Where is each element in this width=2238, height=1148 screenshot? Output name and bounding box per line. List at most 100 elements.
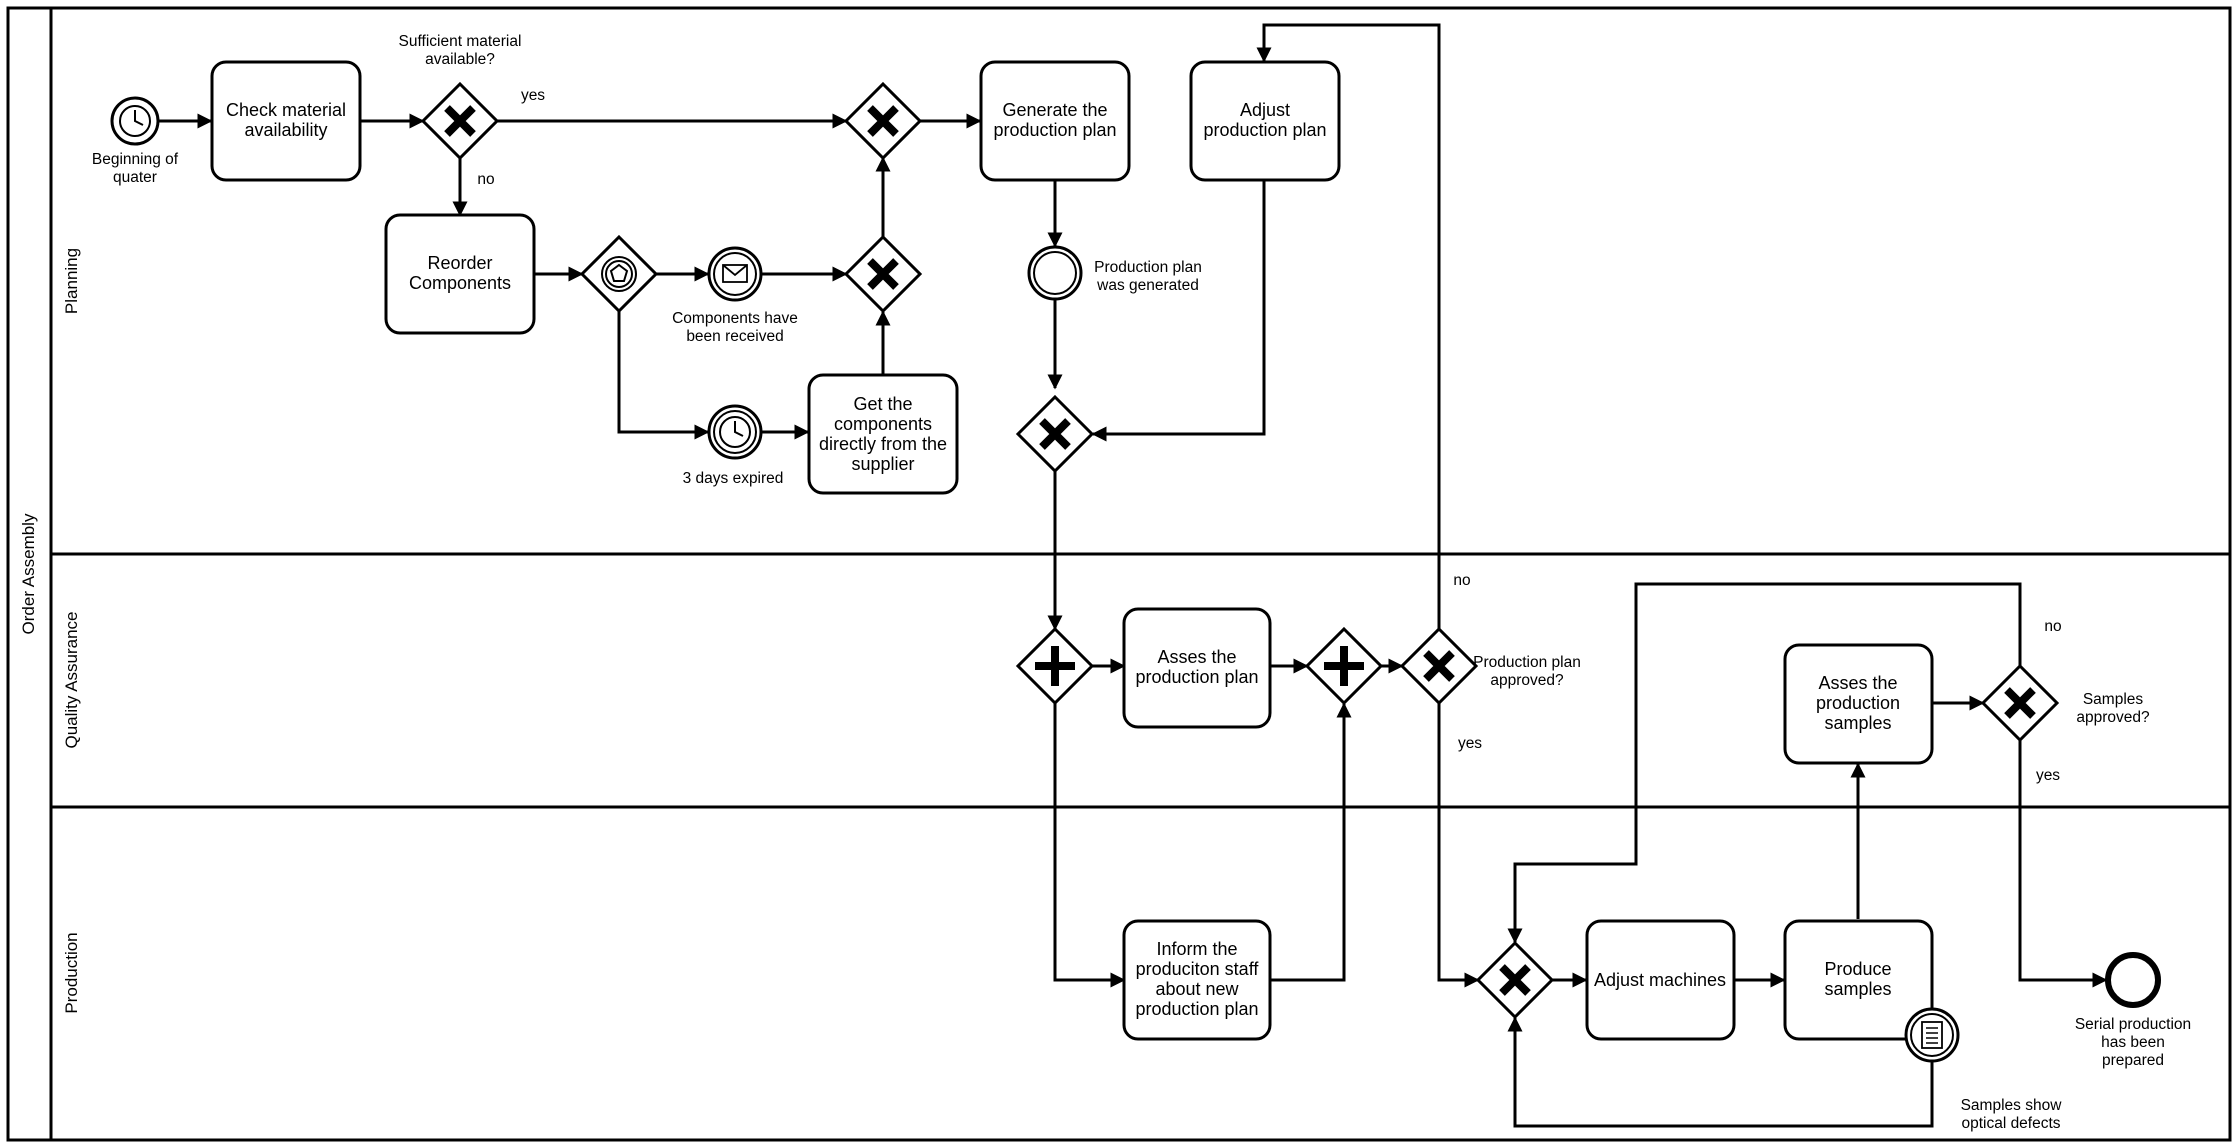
task-box — [210, 60, 362, 182]
flow-label-no-samples: no — [2044, 618, 2061, 635]
flow-yes-samples — [2018, 740, 2108, 988]
flow-eventgw-to-timer — [617, 311, 710, 440]
task-box — [1189, 60, 1341, 182]
flow-optical-defects — [1507, 1016, 1934, 1128]
document-icon — [1921, 1021, 1943, 1049]
pentagon-icon — [609, 263, 629, 282]
task-adjust-machines[interactable]: Adjust machines — [1585, 919, 1736, 1041]
pool-border — [6, 6, 2232, 1142]
gateway-production-merge[interactable] — [1475, 940, 1555, 1020]
plus-icon — [1035, 646, 1075, 686]
x-icon — [2004, 687, 2036, 719]
intermediate-event-inner — [1033, 251, 1077, 295]
x-icon — [867, 105, 899, 137]
x-icon — [1039, 418, 1071, 450]
gateway-sufficient-material[interactable] — [420, 81, 500, 161]
x-icon — [1423, 650, 1455, 682]
pool-label: Order Assembly — [19, 513, 38, 634]
x-icon — [1499, 964, 1531, 996]
task-box — [1783, 643, 1934, 765]
lane-label-production: Production — [62, 932, 81, 1013]
intermediate-event-inner — [713, 410, 757, 454]
gateway-parallel-join[interactable] — [1304, 626, 1384, 706]
boundary-event-inner — [1910, 1013, 1954, 1057]
event-gateway-inner-circle — [605, 260, 633, 288]
x-icon — [867, 258, 899, 290]
gateway-plan-merge[interactable] — [1015, 394, 1095, 474]
flow-no-plan — [1256, 23, 1441, 629]
pool: Order Assembly Planning Quality Assuranc… — [6, 6, 2232, 1142]
flow-label-yes-plan: yes — [1458, 735, 1482, 752]
event-gateway-outer-circle — [601, 256, 637, 292]
flow-label-no-material: no — [477, 171, 494, 188]
svg-text:Adjust machines: Adjust machines — [1594, 970, 1726, 990]
task-box — [1585, 919, 1736, 1041]
boundary-event-optical-defects[interactable] — [1904, 1007, 1960, 1063]
gateway-parallel-split[interactable] — [1015, 626, 1095, 706]
plus-icon — [1324, 646, 1364, 686]
flow-adjust-plan-to-gateway — [1091, 180, 1266, 442]
gateway-merge-upper[interactable] — [843, 81, 923, 161]
message-event-components-received[interactable] — [707, 246, 763, 302]
intermediate-event-outer — [1027, 245, 1083, 301]
sequence-flows — [158, 23, 2108, 1128]
flow-no-samples — [1507, 582, 2022, 944]
lane-label-planning: Planning — [62, 248, 81, 314]
intermediate-event-plan-generated[interactable] — [1027, 245, 1083, 301]
task-box — [384, 213, 536, 335]
flow-label-yes-material: yes — [521, 87, 545, 104]
flow-split-to-inform-staff — [1053, 703, 1126, 988]
task-box — [979, 60, 1131, 182]
event-gateway-shape — [579, 234, 659, 314]
events — [110, 96, 2161, 1063]
gateway-event-based[interactable] — [579, 234, 659, 314]
clock-hands-icon — [134, 110, 144, 126]
clock-hands-icon — [734, 421, 744, 437]
intermediate-event-inner — [713, 252, 757, 296]
task-box — [1122, 607, 1272, 729]
flow-inform-staff-to-join — [1270, 702, 1352, 982]
flow-yes-plan — [1437, 703, 1480, 988]
task-box — [1122, 919, 1272, 1041]
envelope-flap-icon — [722, 264, 748, 277]
end-event-serial-production[interactable] — [2105, 952, 2161, 1008]
lane-label-quality-assurance: Quality Assurance — [62, 611, 81, 748]
timer-event-3-days[interactable] — [707, 404, 763, 460]
document-lines-icon — [1926, 1027, 1938, 1044]
flow-label-yes-samples: yes — [2036, 767, 2060, 784]
gateway-samples-approved[interactable] — [1980, 663, 2060, 743]
flow-label-no-plan: no — [1453, 572, 1470, 589]
gateway-plan-approved[interactable] — [1399, 626, 1479, 706]
x-icon — [444, 105, 476, 137]
gateway-merge-components[interactable] — [843, 234, 923, 314]
end-event-circle — [2105, 952, 2161, 1008]
gateways — [420, 81, 2060, 1020]
start-event-timer[interactable] — [110, 96, 160, 146]
